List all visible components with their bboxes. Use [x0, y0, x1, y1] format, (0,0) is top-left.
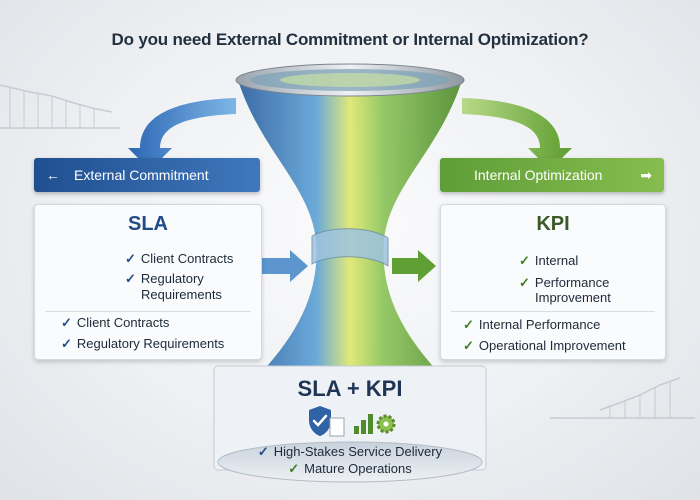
document-icon — [329, 417, 345, 437]
bottom-disc — [217, 441, 483, 483]
external-commitment-banner: ← External Commitment — [34, 158, 260, 192]
combined-list-item: ✓High-Stakes Service Delivery — [257, 444, 443, 459]
sla-kpi-combined: SLA + KPI ✓High-Stakes Service Delivery … — [214, 366, 486, 478]
sla-divider — [45, 311, 251, 312]
check-icon: ✓ — [125, 251, 136, 266]
sla-list-item: ✓Regulatory Requirements — [61, 336, 225, 351]
sla-icon-item: ✓Client Contracts — [125, 251, 234, 266]
kpi-divider — [451, 311, 655, 312]
kpi-icon-item: ✓Performance — [519, 275, 610, 290]
sla-icon-item: Requirements — [141, 287, 222, 302]
bar-chart-icon — [354, 414, 373, 434]
kpi-list-item: ✓Internal Performance — [463, 317, 601, 332]
kpi-icon-item: Improvement — [535, 290, 611, 305]
funnel-twist-band — [311, 228, 389, 267]
check-icon: ✓ — [125, 271, 136, 286]
sla-icon-item: ✓Regulatory — [125, 271, 204, 286]
internal-optimization-banner: Internal Optimization ➡ — [440, 158, 664, 192]
check-icon: ✓ — [61, 336, 72, 351]
gear-icon — [376, 414, 396, 434]
combined-heading: SLA + KPI — [297, 376, 403, 401]
check-icon: ✓ — [463, 338, 474, 353]
arrow-right-icon: ➡ — [640, 167, 652, 183]
check-icon: ✓ — [61, 315, 72, 330]
shield-check-icon — [309, 406, 331, 436]
check-icon: ✓ — [519, 275, 530, 290]
funnel-body — [238, 80, 462, 372]
kpi-heading: KPI — [536, 213, 570, 235]
faint-chart-right — [550, 377, 695, 419]
curved-arrow-left — [128, 98, 236, 170]
check-icon: ✓ — [288, 461, 300, 476]
faint-chart-left — [0, 84, 120, 129]
combined-list-item: ✓Mature Operations — [288, 461, 412, 476]
check-icon: ✓ — [519, 253, 530, 268]
kpi-card: KPI ✓Internal ✓Performance Improvement ✓… — [440, 204, 666, 360]
external-commitment-label: External Commitment — [74, 167, 209, 183]
arrow-left-icon: ← — [46, 167, 60, 183]
page-title: Do you need External Commitment or Inter… — [111, 30, 589, 49]
sla-heading: SLA — [128, 213, 168, 235]
arrow-right-from-sla — [262, 250, 308, 282]
kpi-list-item: ✓Operational Improvement — [463, 338, 626, 353]
kpi-icon-item: ✓Internal — [519, 253, 579, 268]
curved-arrow-right — [462, 98, 572, 170]
check-icon: ✓ — [463, 317, 474, 332]
arrow-right-to-kpi — [392, 250, 436, 282]
sla-card: SLA ✓Client Contracts ✓Regulatory Requir… — [34, 204, 262, 360]
internal-optimization-label: Internal Optimization — [474, 167, 603, 183]
sla-list-item: ✓Client Contracts — [61, 315, 170, 330]
check-icon: ✓ — [257, 444, 269, 459]
